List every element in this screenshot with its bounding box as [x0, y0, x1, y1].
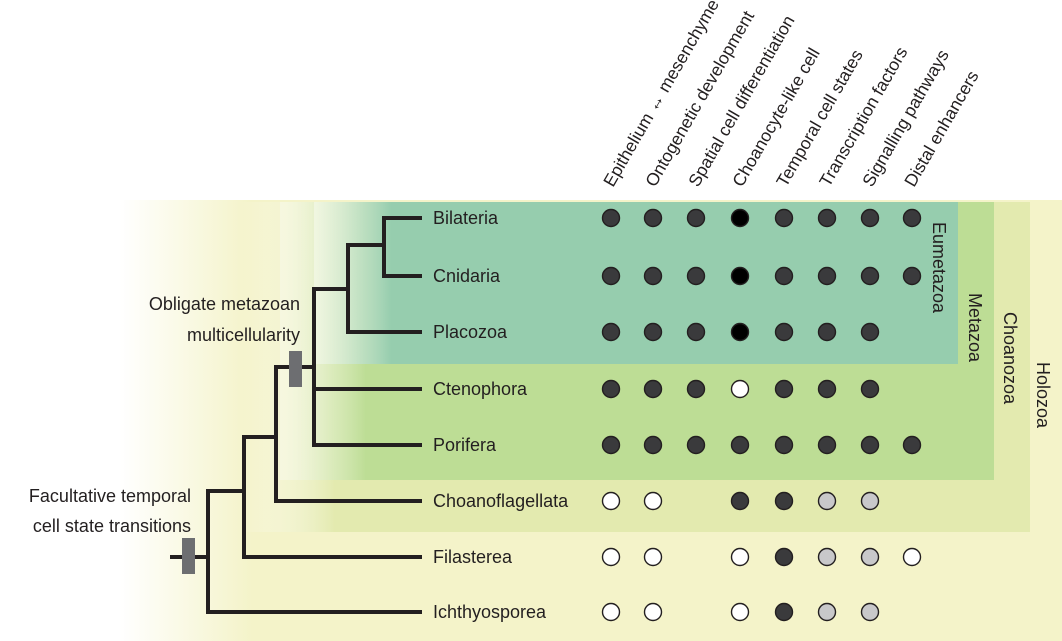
dot-cnidaria-spatial-cell-differentiation-dark	[686, 266, 706, 286]
dot-ctenophora-epithelium-mesenchyme-dark	[601, 379, 621, 399]
dot-choanoflagellata-transcription-factors-grey	[817, 491, 837, 511]
dot-filasterea-temporal-cell-states-dark	[774, 547, 794, 567]
dot-bilateria-signalling-pathways-dark	[860, 208, 880, 228]
dot-cnidaria-transcription-factors-dark	[817, 266, 837, 286]
dot-bilateria-spatial-cell-differentiation-dark	[686, 208, 706, 228]
dot-cnidaria-temporal-cell-states-dark	[774, 266, 794, 286]
dot-choanoflagellata-signalling-pathways-grey	[860, 491, 880, 511]
dot-filasterea-ontogenetic-development-white	[643, 547, 663, 567]
dot-filasterea-epithelium-mesenchyme-white	[601, 547, 621, 567]
taxon-label-ctenophora: Ctenophora	[433, 379, 528, 399]
dot-ichthyosporea-epithelium-mesenchyme-white	[601, 602, 621, 622]
dot-porifera-signalling-pathways-dark	[860, 435, 880, 455]
dot-porifera-distal-enhancers-dark	[902, 435, 922, 455]
clade-labels: Eumetazoa Metazoa Choanozoa Holozoa	[929, 222, 1053, 429]
dot-cnidaria-signalling-pathways-dark	[860, 266, 880, 286]
dot-placozoa-temporal-cell-states-dark	[774, 322, 794, 342]
taxon-label-ichthyosporea: Ichthyosporea	[433, 602, 547, 622]
dot-ichthyosporea-transcription-factors-grey	[817, 602, 837, 622]
dot-ichthyosporea-temporal-cell-states-dark	[774, 602, 794, 622]
dot-bilateria-epithelium-mesenchyme-dark	[601, 208, 621, 228]
facultative-annotation-line2: cell state transitions	[33, 516, 191, 536]
dot-porifera-ontogenetic-development-dark	[643, 435, 663, 455]
eumetazoa-box	[314, 202, 958, 364]
dot-ctenophora-signalling-pathways-dark	[860, 379, 880, 399]
taxa-labels: BilateriaCnidariaPlacozoaCtenophoraPorif…	[433, 208, 569, 622]
dot-porifera-choanocyte-like-cell-dark	[730, 435, 750, 455]
obligate-multicellularity-marker	[289, 351, 302, 387]
dot-bilateria-temporal-cell-states-dark	[774, 208, 794, 228]
clade-label-eumetazoa: Eumetazoa	[929, 222, 949, 314]
dot-cnidaria-distal-enhancers-dark	[902, 266, 922, 286]
dot-placozoa-signalling-pathways-dark	[860, 322, 880, 342]
dot-choanoflagellata-choanocyte-like-cell-dark	[730, 491, 750, 511]
dot-ctenophora-choanocyte-like-cell-white	[730, 379, 750, 399]
dot-filasterea-signalling-pathways-grey	[860, 547, 880, 567]
dot-bilateria-distal-enhancers-dark	[902, 208, 922, 228]
dot-choanoflagellata-temporal-cell-states-dark	[774, 491, 794, 511]
dot-ichthyosporea-ontogenetic-development-white	[643, 602, 663, 622]
dot-filasterea-transcription-factors-grey	[817, 547, 837, 567]
dot-ichthyosporea-choanocyte-like-cell-white	[730, 602, 750, 622]
dot-ichthyosporea-signalling-pathways-grey	[860, 602, 880, 622]
dot-bilateria-ontogenetic-development-dark	[643, 208, 663, 228]
dot-filasterea-choanocyte-like-cell-white	[730, 547, 750, 567]
clade-boxes	[120, 200, 1062, 641]
taxon-label-bilateria: Bilateria	[433, 208, 499, 228]
dot-bilateria-choanocyte-like-cell-black	[730, 208, 750, 228]
taxon-label-placozoa: Placozoa	[433, 322, 508, 342]
dot-placozoa-ontogenetic-development-dark	[643, 322, 663, 342]
clade-label-choanozoa: Choanozoa	[1000, 312, 1020, 405]
clade-label-metazoa: Metazoa	[965, 293, 985, 363]
dot-filasterea-distal-enhancers-white	[902, 547, 922, 567]
dot-ctenophora-ontogenetic-development-dark	[643, 379, 663, 399]
clade-label-holozoa: Holozoa	[1033, 362, 1053, 429]
taxon-label-filasterea: Filasterea	[433, 547, 513, 567]
dot-choanoflagellata-ontogenetic-development-white	[643, 491, 663, 511]
dot-placozoa-epithelium-mesenchyme-dark	[601, 322, 621, 342]
dot-cnidaria-ontogenetic-development-dark	[643, 266, 663, 286]
dot-bilateria-transcription-factors-dark	[817, 208, 837, 228]
taxon-label-porifera: Porifera	[433, 435, 497, 455]
dot-porifera-spatial-cell-differentiation-dark	[686, 435, 706, 455]
dot-ctenophora-transcription-factors-dark	[817, 379, 837, 399]
obligate-annotation-line1: Obligate metazoan	[149, 294, 300, 314]
dot-ctenophora-temporal-cell-states-dark	[774, 379, 794, 399]
trait-dot-matrix	[601, 208, 922, 622]
facultative-annotation-line1: Facultative temporal	[29, 486, 191, 506]
facultative-transitions-marker	[182, 538, 195, 574]
dot-cnidaria-choanocyte-like-cell-black	[730, 266, 750, 286]
dot-placozoa-transcription-factors-dark	[817, 322, 837, 342]
dot-porifera-transcription-factors-dark	[817, 435, 837, 455]
dot-cnidaria-epithelium-mesenchyme-dark	[601, 266, 621, 286]
dot-placozoa-choanocyte-like-cell-black	[730, 322, 750, 342]
dot-ctenophora-spatial-cell-differentiation-dark	[686, 379, 706, 399]
dot-porifera-epithelium-mesenchyme-dark	[601, 435, 621, 455]
dot-porifera-temporal-cell-states-dark	[774, 435, 794, 455]
dot-placozoa-spatial-cell-differentiation-dark	[686, 322, 706, 342]
obligate-annotation-line2: multicellularity	[187, 325, 300, 345]
taxon-label-choanoflagellata: Choanoflagellata	[433, 491, 569, 511]
dot-choanoflagellata-epithelium-mesenchyme-white	[601, 491, 621, 511]
taxon-label-cnidaria: Cnidaria	[433, 266, 501, 286]
